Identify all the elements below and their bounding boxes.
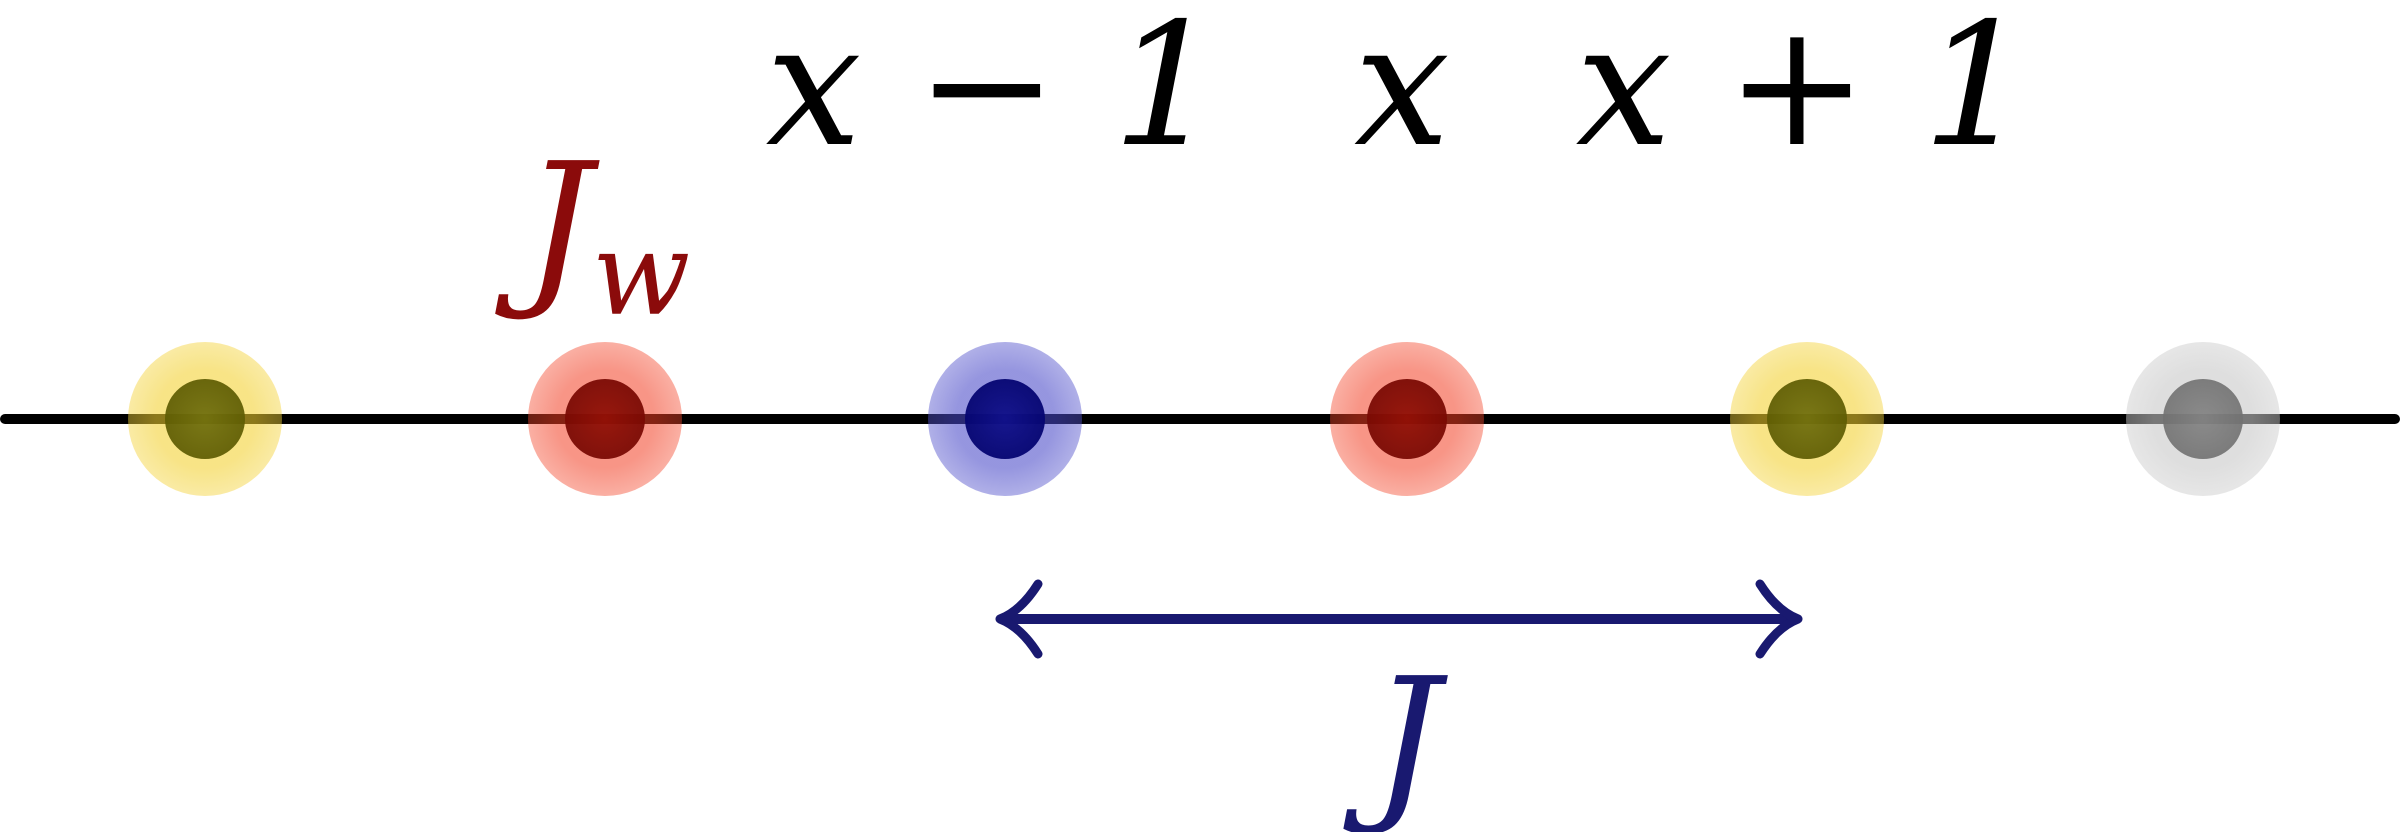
arrow-head-left: [995, 579, 1043, 659]
site-core-red: [1367, 379, 1447, 459]
label-site-x-plus-1: x + 1: [1575, 0, 2031, 185]
site-core-yellow: [1767, 379, 1847, 459]
label-site-x-minus-1: x − 1: [765, 0, 1221, 185]
site-core-gray: [2163, 379, 2243, 459]
lattice-line: [0, 414, 2400, 424]
label-site-x: x: [1354, 0, 1450, 185]
site-core-red: [565, 379, 645, 459]
label-coupling-j: J: [1371, 642, 1441, 832]
label-weak-coupling-jw: Jw: [524, 141, 691, 333]
jw-base: J: [523, 127, 592, 325]
jw-subscript: w: [591, 208, 691, 342]
arrow-head-right: [1755, 579, 1803, 659]
site-core-blue: [965, 379, 1045, 459]
site-core-yellow: [165, 379, 245, 459]
